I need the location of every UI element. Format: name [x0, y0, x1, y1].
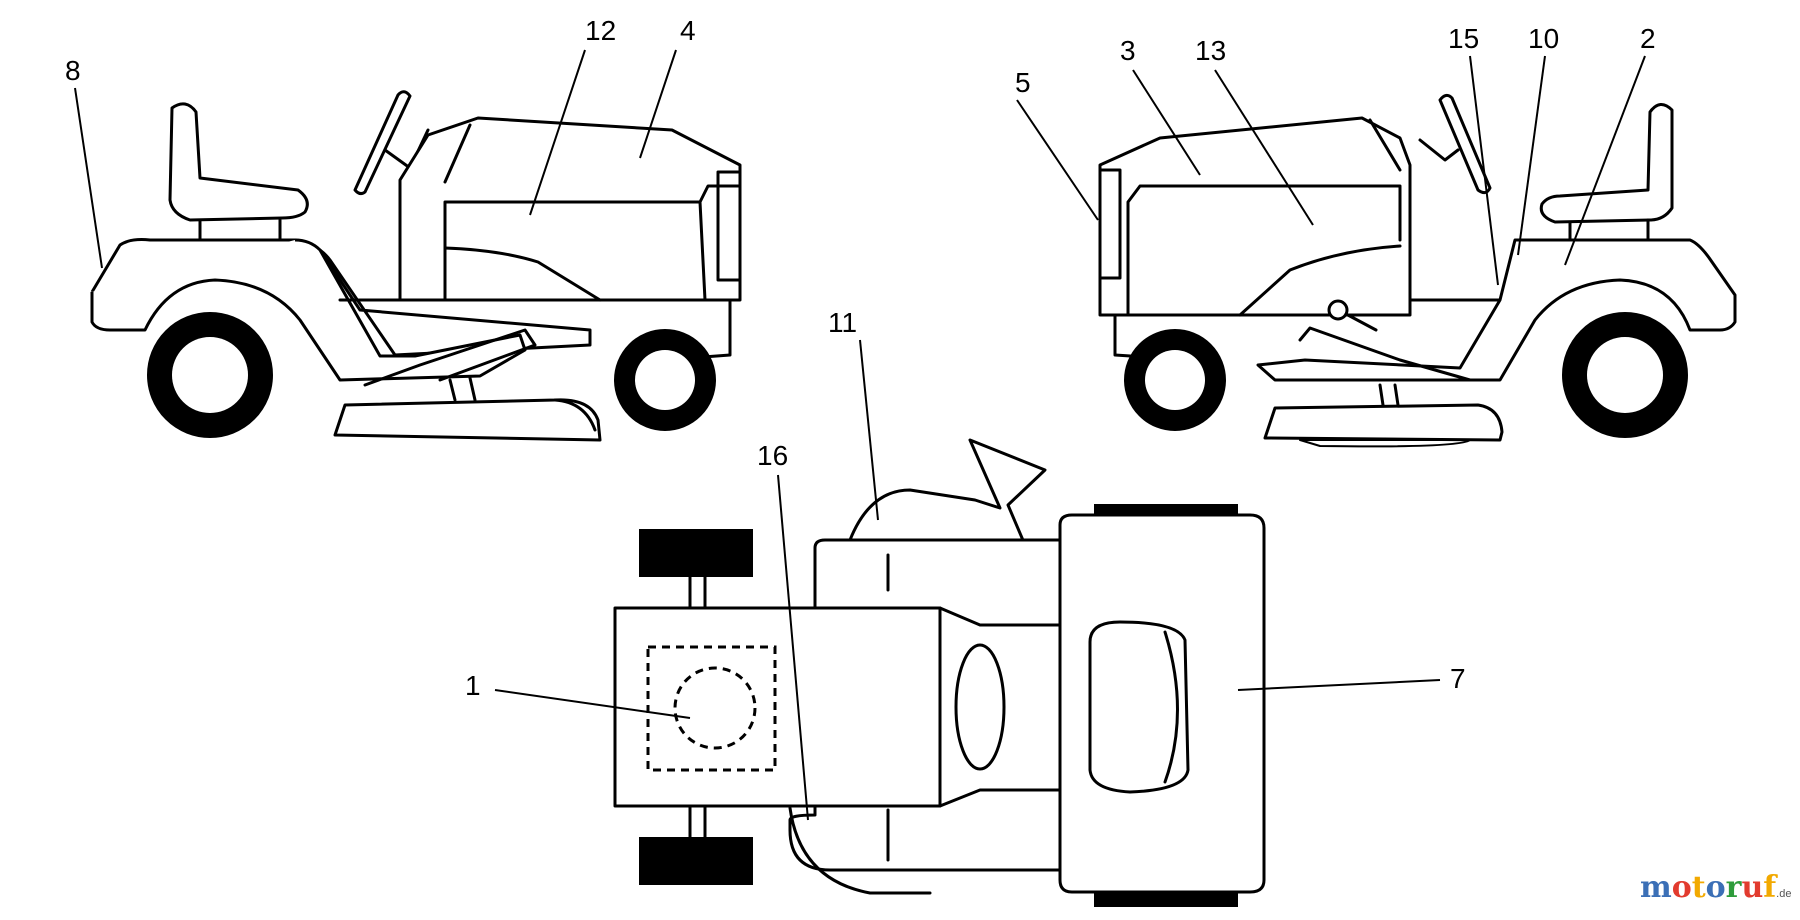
watermark-suffix: .de — [1776, 888, 1792, 900]
callout-16: 16 — [757, 440, 788, 471]
seat-back — [1539, 103, 1674, 224]
watermark-letter: r — [1725, 870, 1742, 905]
watermark-letter: t — [1691, 870, 1706, 905]
rear-hub — [172, 337, 248, 413]
headlight-curve — [1163, 630, 1179, 784]
hood-top-line — [443, 123, 472, 184]
mower-deck — [333, 398, 602, 442]
watermark-letter: o — [1671, 870, 1692, 905]
deck-skirt — [1299, 439, 1471, 448]
rear-tire-top — [639, 529, 753, 577]
rear-body — [613, 606, 942, 808]
discharge-chute — [848, 438, 1047, 547]
callout-15: 15 — [1448, 23, 1479, 54]
callout-11: 11 — [828, 307, 857, 338]
callout-labels: 8 12 4 5 3 13 15 10 2 11 16 1 7 — [65, 15, 1656, 701]
callout-8: 8 — [65, 55, 81, 86]
rear-axle — [688, 574, 707, 840]
watermark-letter: o — [1705, 870, 1726, 905]
hood — [1098, 116, 1412, 317]
watermark-letter: f — [1763, 870, 1777, 905]
callout-2: 2 — [1640, 23, 1656, 54]
mower-left-side-view — [90, 90, 742, 442]
deck-post — [1378, 383, 1400, 407]
callout-1: 1 — [465, 670, 481, 701]
watermark-letter: u — [1741, 870, 1764, 905]
deck-curve — [788, 806, 932, 895]
grille — [1098, 168, 1122, 280]
deck-lever — [1298, 326, 1472, 382]
hood-side-panel — [443, 200, 707, 302]
hood — [398, 116, 742, 302]
ignition-key-stem — [1344, 312, 1378, 332]
watermark-letter: m — [1640, 870, 1672, 905]
callout-10: 10 — [1528, 23, 1559, 54]
grille — [716, 170, 742, 282]
mower-right-side-view — [1098, 93, 1737, 448]
hood-side-panel — [1238, 118, 1402, 317]
callout-7: 7 — [1450, 663, 1466, 694]
headlight-panel — [1088, 620, 1190, 794]
rear-tire-bottom — [639, 837, 753, 885]
deck-post — [448, 376, 477, 402]
deck-lever — [363, 328, 537, 387]
callout-4: 4 — [680, 15, 696, 46]
mower-deck — [1263, 403, 1504, 442]
seat-post — [1568, 218, 1650, 242]
seat-post — [198, 218, 282, 242]
fuel-tank-outline — [646, 645, 777, 772]
rear-fender — [1256, 238, 1737, 382]
callout-5: 5 — [1015, 67, 1031, 98]
callout-12: 12 — [585, 15, 616, 46]
callout-13: 13 — [1195, 35, 1226, 66]
steering-wheel — [1438, 93, 1492, 195]
watermark-logo: motoruf.de — [1640, 870, 1791, 905]
callout-leaders — [74, 49, 1646, 821]
fuel-cap-outline — [673, 666, 757, 750]
front-hub — [1145, 350, 1205, 410]
hood-panel — [1126, 184, 1402, 317]
fender-body — [90, 238, 527, 382]
deck-chute — [553, 398, 597, 432]
callout-3: 3 — [1120, 35, 1136, 66]
mower-top-view — [613, 438, 1266, 907]
steering-wheel — [353, 90, 412, 196]
seat-back — [168, 102, 309, 222]
front-hub — [635, 350, 695, 410]
steering-column — [1418, 138, 1460, 162]
rear-hub — [1587, 337, 1663, 413]
steering-wheel-top — [954, 643, 1006, 771]
ignition-key — [1327, 299, 1349, 321]
